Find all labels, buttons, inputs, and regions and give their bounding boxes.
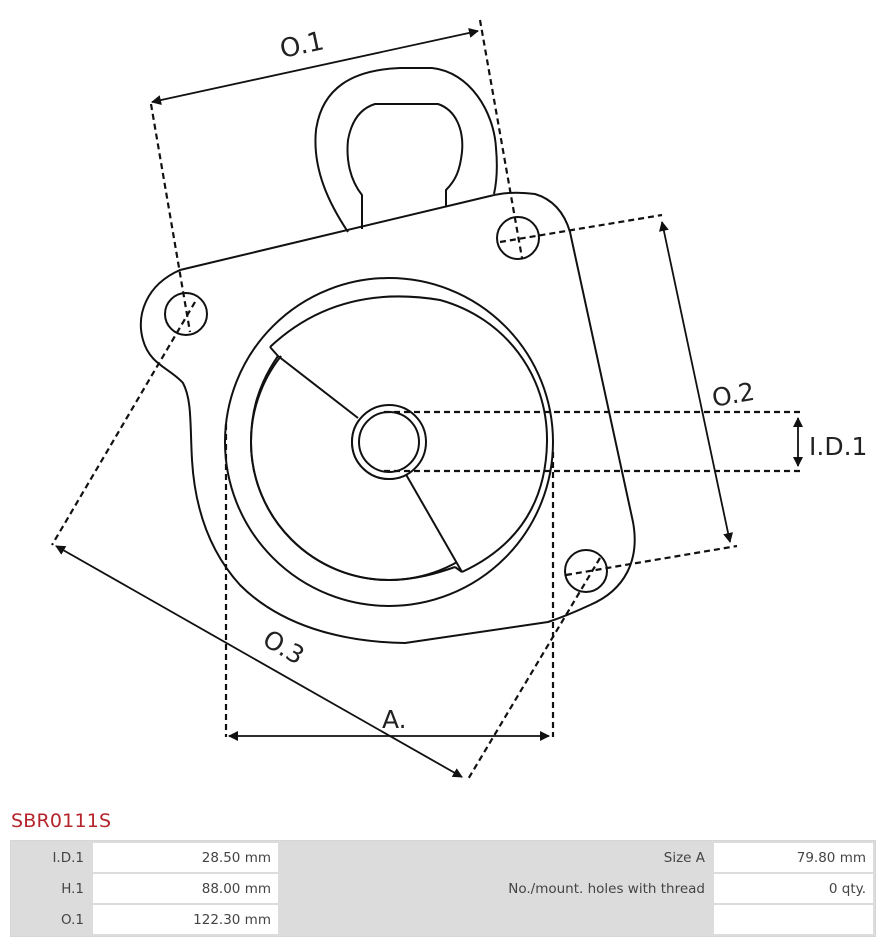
spec-label: I.D.1	[13, 843, 91, 872]
table-row: H.1 88.00 mm No./mount. holes with threa…	[13, 874, 873, 903]
label-a: A.	[382, 705, 407, 734]
spec-label: H.1	[13, 874, 91, 903]
label-o1: O.1	[277, 26, 326, 65]
table-row: I.D.1 28.50 mm Size A 79.80 mm	[13, 843, 873, 872]
spec-label: O.1	[13, 905, 91, 934]
spec-value: 0 qty.	[714, 874, 873, 903]
top-loop-inner	[346, 103, 464, 229]
spec-table: I.D.1 28.50 mm Size A 79.80 mm H.1 88.00…	[10, 840, 876, 937]
spec-value: 88.00 mm	[93, 874, 278, 903]
top-loop-outer	[314, 67, 498, 233]
dim-o3	[55, 545, 463, 778]
spec-label: No./mount. holes with thread	[280, 874, 712, 903]
starter-bracket-diagram: O.1 O.2 I.D.1 O.3 A.	[51, 19, 867, 782]
bolt-hole-left	[164, 292, 208, 336]
bolt-hole-top-right	[496, 216, 540, 260]
dim-o2	[658, 221, 734, 543]
spec-label	[280, 905, 712, 934]
dim-o1	[151, 28, 479, 105]
spec-value: 28.50 mm	[93, 843, 278, 872]
label-o2: O.2	[710, 377, 757, 413]
product-code: SBR0111S	[11, 810, 112, 832]
spec-value	[714, 905, 873, 934]
spec-value: 79.80 mm	[714, 843, 873, 872]
bolt-hole-bottom-right	[564, 549, 608, 593]
spec-value: 122.30 mm	[93, 905, 278, 934]
spec-label: Size A	[280, 843, 712, 872]
label-id1: I.D.1	[809, 432, 867, 461]
table-row: O.1 122.30 mm	[13, 905, 873, 934]
label-o3: O.3	[258, 624, 309, 670]
